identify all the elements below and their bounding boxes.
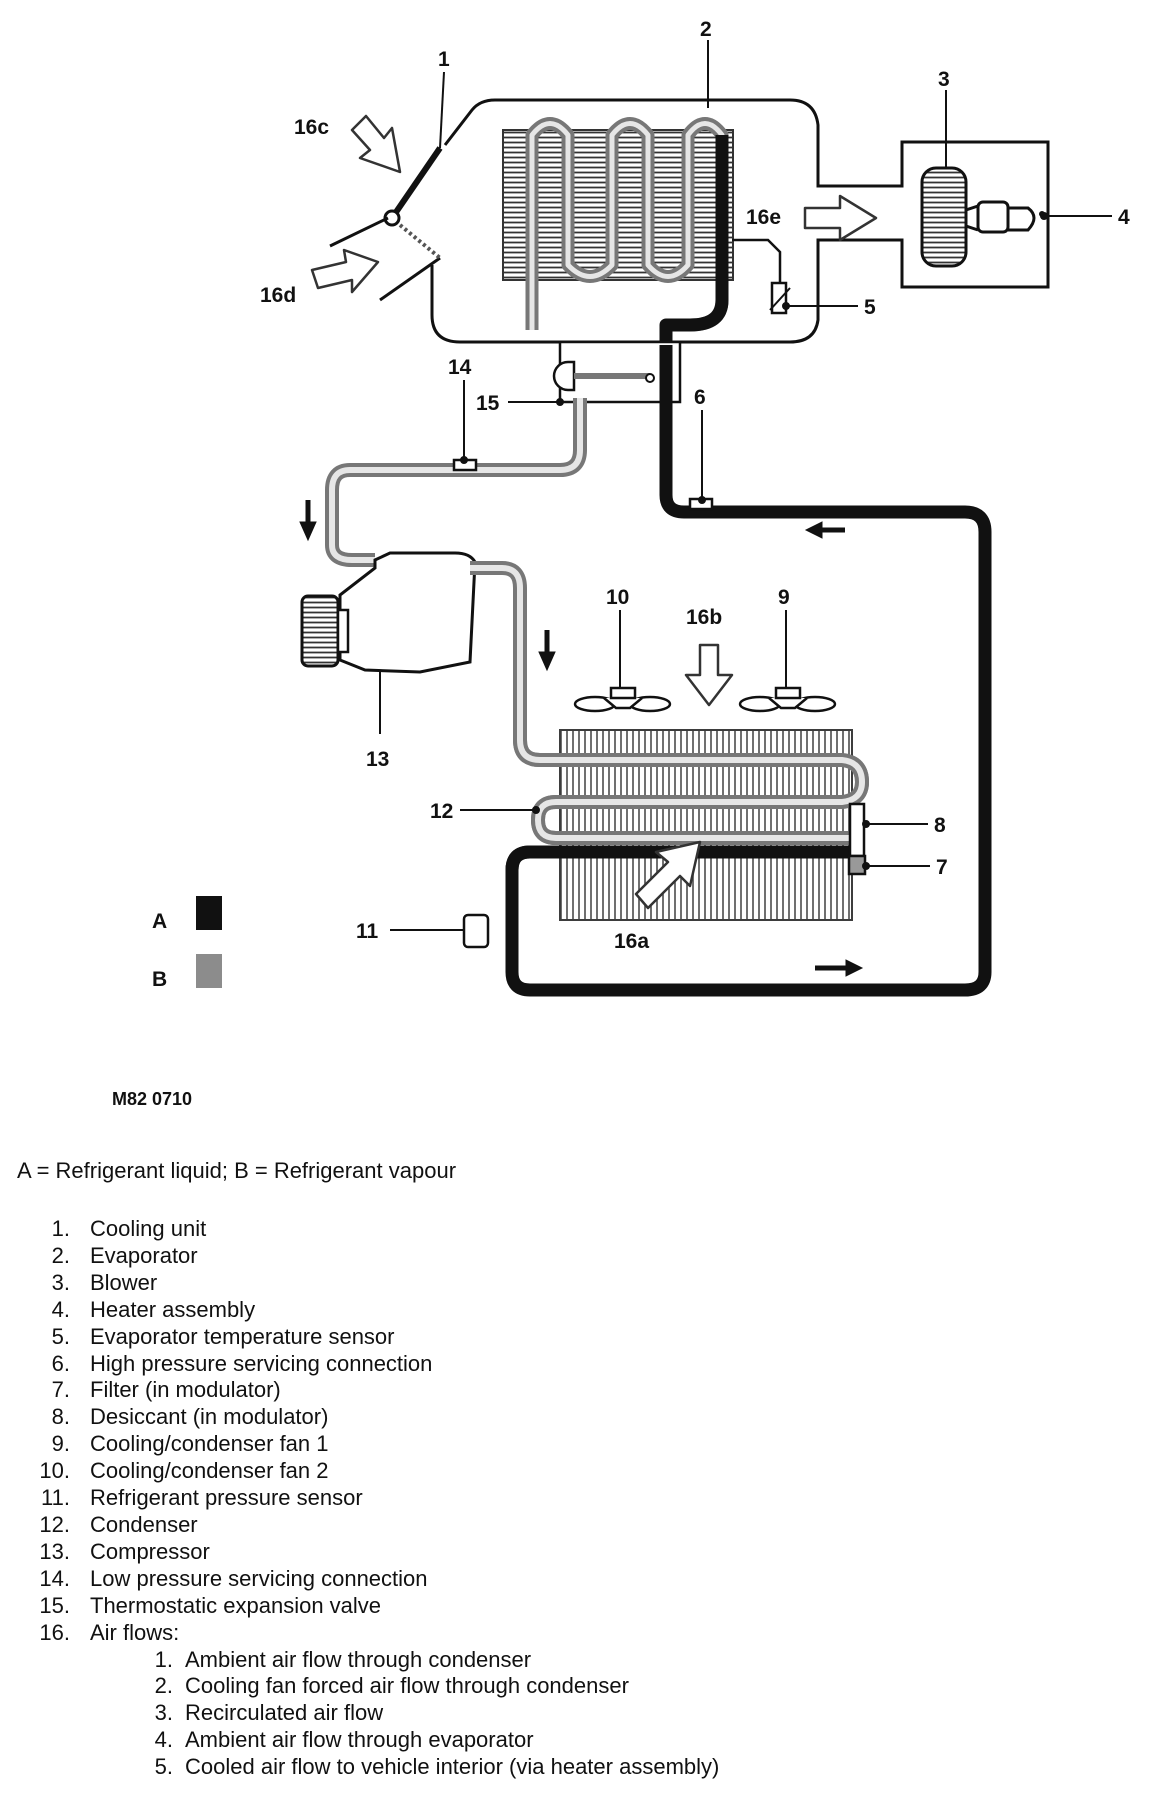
airflow-16c-arrow — [350, 114, 402, 174]
list-item: 16.Air flows: 1.Ambient air flow through… — [39, 1619, 720, 1782]
callout-5: 5 — [864, 296, 876, 319]
list-item: 7.Filter (in modulator) — [51, 1377, 281, 1403]
callout-14: 14 — [448, 356, 472, 379]
expansion-valve-head — [552, 360, 576, 392]
legend-label-a: A — [152, 910, 167, 933]
list-item: 14.Low pressure servicing connection — [39, 1565, 428, 1591]
callout-3: 3 — [938, 68, 950, 91]
list-item: 12.Condenser — [39, 1511, 198, 1537]
airflow-16a-arrow — [634, 840, 702, 910]
callout-12: 12 — [430, 800, 453, 823]
cooling-unit-housing — [430, 98, 1050, 344]
list-item: 5.Cooled air flow to vehicle interior (v… — [154, 1754, 720, 1780]
blower — [920, 166, 968, 268]
list-item: 8.Desiccant (in modulator) — [51, 1404, 329, 1430]
list-item: 4.Ambient air flow through evaporator — [154, 1727, 534, 1753]
list-item: 13.Compressor — [39, 1538, 210, 1564]
list-item: 9.Cooling/condenser fan 1 — [51, 1431, 329, 1457]
callout-1: 1 — [438, 48, 450, 71]
compressor — [338, 551, 477, 674]
refrigerant-pressure-sensor — [462, 913, 490, 949]
airflow-sublist: 1.Ambient air flow through condenser 2.C… — [90, 1646, 720, 1782]
evaporator-temp-sensor-lead — [732, 238, 782, 282]
list-item: 2.Cooling fan forced air flow through co… — [154, 1673, 629, 1699]
compressor-clutch — [300, 594, 340, 668]
list-item: 3.Blower — [51, 1269, 158, 1295]
list-item: 5.Evaporator temperature sensor — [51, 1323, 395, 1349]
callout-8: 8 — [934, 814, 946, 837]
flow-direction-arrow-right — [815, 959, 864, 977]
flow-direction-arrow-left — [804, 521, 845, 539]
list-item: 1.Cooling unit — [51, 1216, 207, 1241]
airflow-16e-arrow — [803, 194, 878, 242]
airflow-16d-arrow — [310, 248, 380, 294]
refrigerant-circuit-diagram: 1 2 3 4 5 6 7 8 9 10 11 12 13 14 15 16a … — [152, 18, 1130, 997]
list-item: 15.Thermostatic expansion valve — [39, 1592, 382, 1618]
parts-list: 1.Cooling unit 2.Evaporator 3.Blower 4.H… — [28, 1216, 719, 1781]
callout-16b: 16b — [686, 606, 722, 629]
suction-line — [325, 398, 587, 567]
airflow-16b-arrow — [684, 643, 734, 707]
list-item: 11.Refrigerant pressure sensor — [41, 1485, 363, 1511]
condenser-fan-1 — [738, 686, 837, 713]
callout-16d: 16d — [260, 284, 296, 307]
list-item: 4.Heater assembly — [51, 1296, 256, 1322]
callout-13: 13 — [366, 748, 389, 771]
flow-direction-arrow-down-1 — [299, 500, 317, 542]
air-flap — [389, 146, 443, 220]
callout-2: 2 — [700, 18, 712, 41]
condenser-fan-2 — [573, 686, 672, 713]
refrigerant-key: A = Refrigerant liquid; B = Refrigerant … — [17, 1158, 457, 1183]
list-item: 1.Ambient air flow through condenser — [154, 1646, 532, 1672]
callout-16a: 16a — [614, 930, 649, 953]
callout-11: 11 — [356, 920, 379, 943]
callout-10: 10 — [606, 586, 629, 609]
callout-4: 4 — [1118, 206, 1130, 229]
list-item: 6.High pressure servicing connection — [51, 1350, 433, 1376]
callout-15: 15 — [476, 392, 500, 415]
modulator-desiccant — [848, 802, 866, 858]
callout-16c: 16c — [294, 116, 329, 139]
callout-7: 7 — [936, 856, 948, 879]
flow-direction-arrow-down-2 — [538, 630, 556, 672]
list-item: 2.Evaporator — [51, 1242, 198, 1268]
list-item: 3.Recirculated air flow — [154, 1700, 384, 1726]
legend-swatch-a — [196, 896, 222, 930]
callout-9: 9 — [778, 586, 790, 609]
figure-id: M82 0710 — [112, 1089, 193, 1109]
legend-label-b: B — [152, 968, 167, 991]
list-item: 10.Cooling/condenser fan 2 — [39, 1458, 329, 1484]
callout-16e: 16e — [746, 206, 781, 229]
legend-swatch-b — [196, 954, 222, 988]
blower-motor — [976, 200, 1010, 234]
callout-6: 6 — [694, 386, 706, 409]
